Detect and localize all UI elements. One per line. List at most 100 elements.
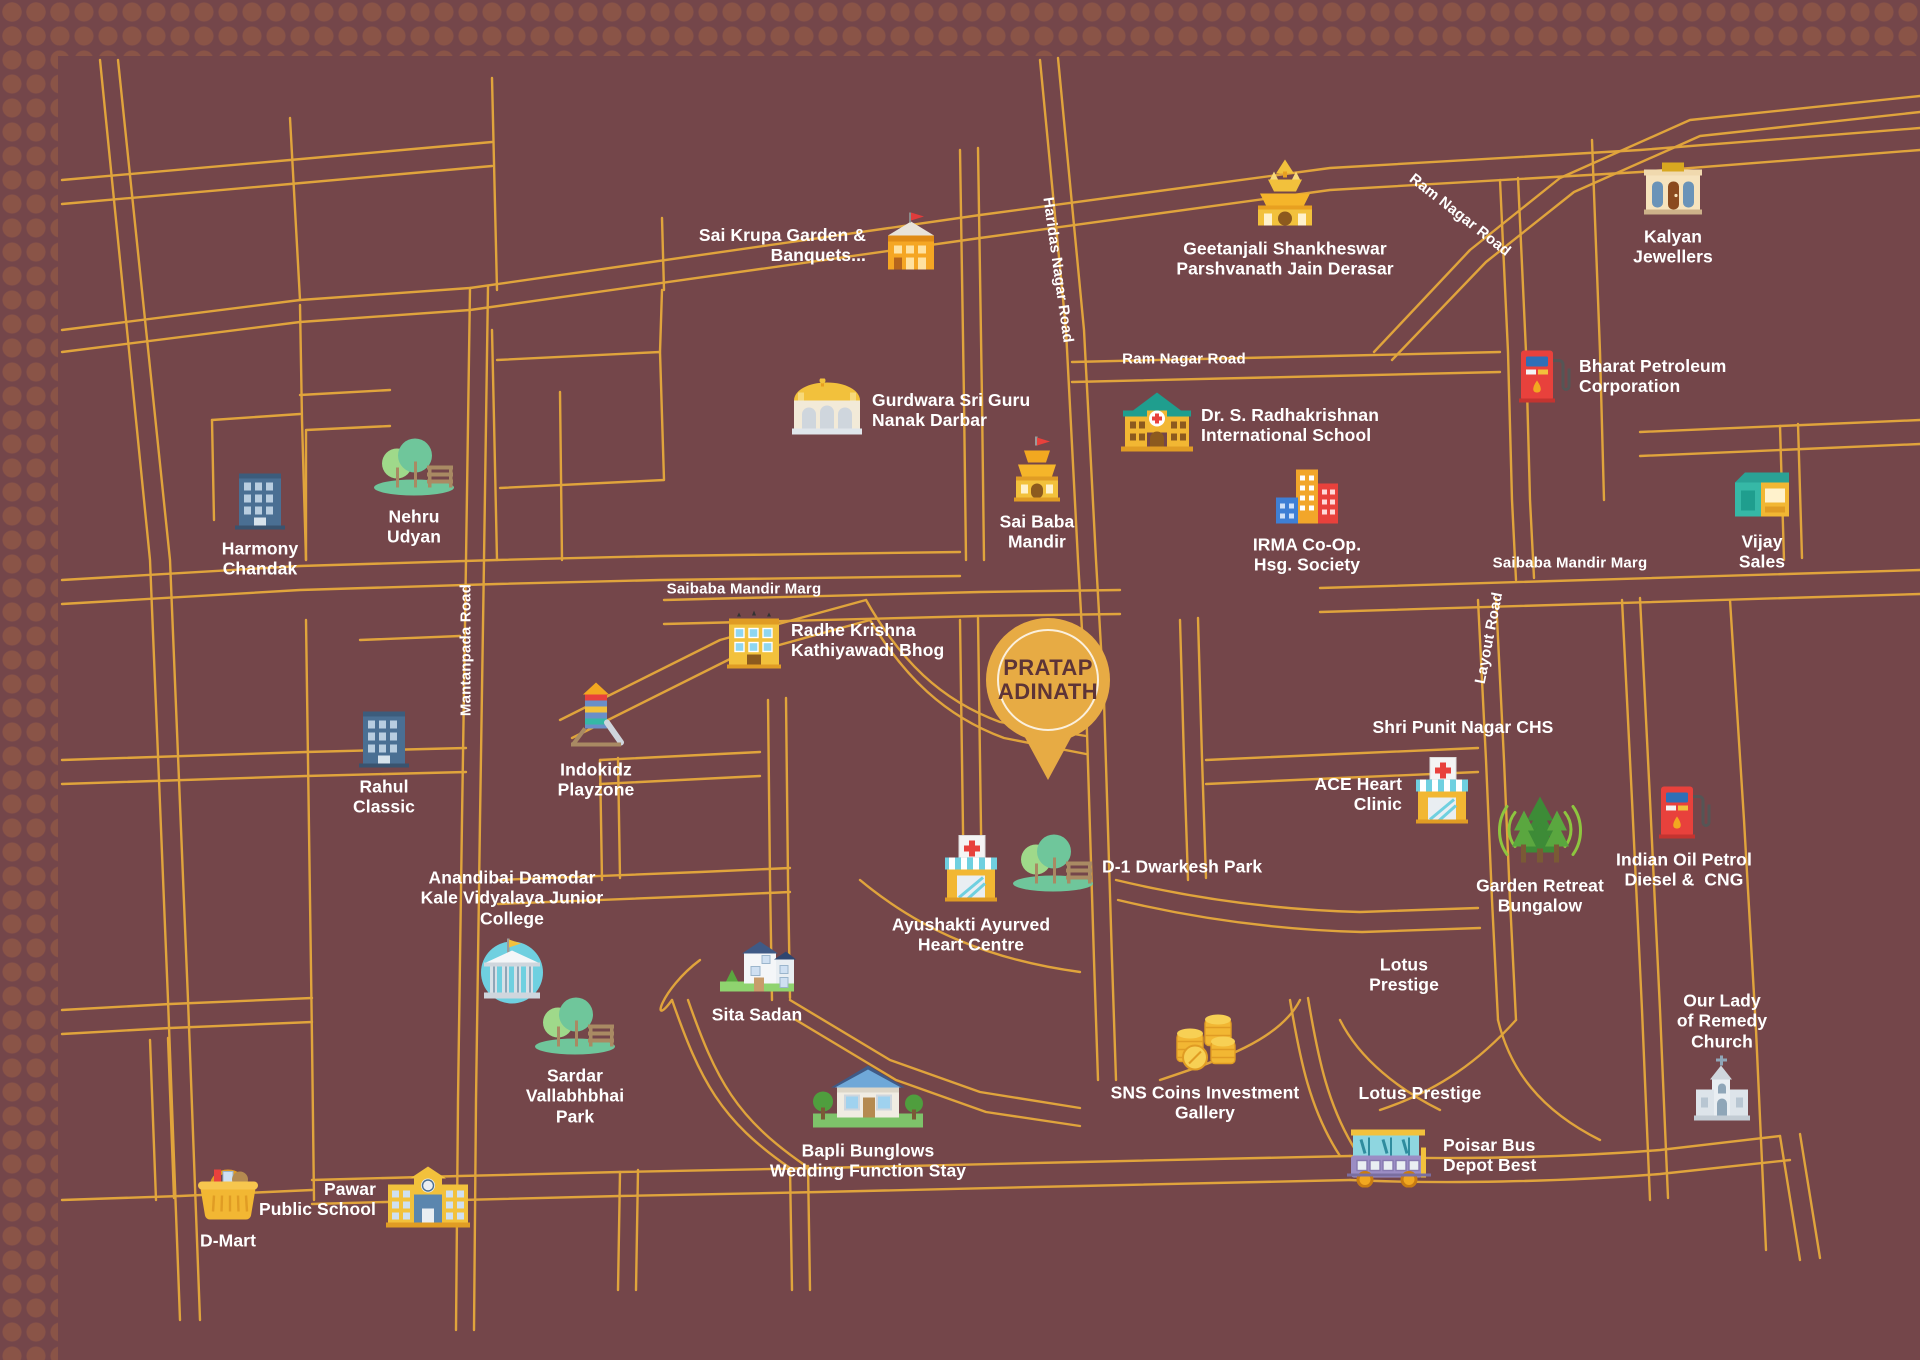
shopping-basket-icon: [192, 1160, 264, 1227]
poi-label: Our Lady of Remedy Church: [1676, 990, 1768, 1052]
poi-sardar-vallabhbhai-park[interactable]: Sardar Vallabhbhai Park: [526, 997, 624, 1126]
poi-poisar-bus-depot-best[interactable]: Poisar Bus Depot Best: [1343, 1118, 1536, 1193]
restaurant-building-icon: [723, 605, 785, 676]
poi-label: Poisar Bus Depot Best: [1443, 1134, 1537, 1175]
road-name-label: Ram Nagar Road: [1122, 350, 1246, 368]
church-icon: [1694, 1055, 1750, 1129]
poi-ayushakti-ayurved-heart-centre[interactable]: Ayushakti Ayurved Heart Centre: [892, 834, 1050, 955]
poi-label: Radhe Krishna Kathiyawadi Bhog: [791, 619, 945, 660]
marker-circle: PRATAP ADINATH: [986, 618, 1110, 742]
poi-label: Geetanjali Shankheswar Parshvanath Jain …: [1176, 238, 1394, 279]
jain-temple-icon: [1250, 158, 1320, 235]
poi-label: Pawar Public School: [258, 1178, 376, 1219]
poi-our-lady-of-remedy-church[interactable]: Our Lady of Remedy Church: [1677, 991, 1767, 1129]
poi-radhe-krishna-kathiyawadi-bhog[interactable]: Radhe Krishna Kathiyawadi Bhog: [723, 605, 944, 676]
poi-label: Sardar Vallabhbhai Park: [525, 1065, 625, 1127]
poi-label: Lotus Prestige: [1358, 1082, 1482, 1103]
poi-label: Lotus Prestige: [1369, 954, 1439, 995]
gurdwara-icon: [788, 377, 866, 442]
road-name-label: Saibaba Mandir Marg: [666, 580, 822, 598]
bus-icon: [1343, 1118, 1437, 1193]
college-icon: [476, 933, 548, 1010]
poi-label: Bapli Bunglows Wedding Function Stay: [769, 1140, 967, 1181]
primary-location-marker[interactable]: PRATAP ADINATH: [986, 618, 1110, 780]
poi-vijay-sales[interactable]: Vijay Sales: [1731, 469, 1793, 572]
poi-dr-s-radhakrishnan-international-school[interactable]: Dr. S. Radhakrishnan International Schoo…: [1119, 389, 1379, 462]
poi-label: Sita Sadan: [711, 1004, 803, 1025]
bungalow-icon: [813, 1054, 923, 1137]
poi-shri-punit-nagar-chs[interactable]: Shri Punit Nagar CHS: [1373, 717, 1554, 737]
poi-d-mart[interactable]: D-Mart: [192, 1160, 264, 1251]
poi-lotus-prestige-upper[interactable]: Lotus Prestige: [1369, 955, 1439, 996]
poi-label: Vijay Sales: [1738, 531, 1786, 572]
poi-bharat-petroleum-corporation[interactable]: Bharat Petroleum Corporation: [1515, 343, 1726, 410]
poi-irma-co-op-hsg-society[interactable]: IRMA Co-Op. Hsg. Society: [1253, 464, 1361, 575]
apartment-icon: [355, 706, 413, 773]
poi-lotus-prestige-lower[interactable]: Lotus Prestige: [1359, 1083, 1482, 1103]
gold-coins-icon: [1167, 1008, 1243, 1079]
poi-sai-baba-mandir[interactable]: Sai Baba Mandir: [1000, 436, 1074, 552]
poi-garden-retreat-bungalow[interactable]: Garden Retreat Bungalow: [1476, 791, 1604, 916]
poi-label: Dr. S. Radhakrishnan International Schoo…: [1201, 404, 1380, 445]
poi-label: Indokidz Playzone: [557, 759, 635, 800]
poi-indian-oil-petrol-diesel-cng[interactable]: Indian Oil Petrol Diesel & CNG: [1616, 779, 1752, 890]
poi-geetanjali-jain-derasar[interactable]: Geetanjali Shankheswar Parshvanath Jain …: [1176, 158, 1394, 279]
poi-kalyan-jewellers[interactable]: Kalyan Jewellers: [1633, 162, 1713, 267]
park-bench-icon: [1010, 834, 1096, 899]
poi-label: ACE Heart Clinic: [1314, 773, 1402, 814]
poi-label: Harmony Chandak: [221, 538, 299, 579]
pine-trees-icon: [1495, 791, 1585, 872]
school-icon: [1119, 389, 1195, 462]
poi-pawar-public-school[interactable]: Pawar Public School: [259, 1165, 472, 1234]
marker-ring: [997, 629, 1099, 731]
poi-label: D-Mart: [199, 1230, 257, 1251]
poi-label: D-1 Dwarkesh Park: [1102, 855, 1263, 876]
poi-d-1-dwarkesh-park[interactable]: D-1 Dwarkesh Park: [1010, 834, 1262, 899]
fuel-pump-icon: [1655, 779, 1713, 846]
road-paths: [60, 56, 1920, 1332]
city-buildings-icon: [1272, 464, 1342, 531]
park-bench-icon: [371, 438, 457, 503]
poi-label: Garden Retreat Bungalow: [1476, 875, 1604, 916]
house-icon: [718, 934, 796, 1001]
banquet-hall-icon: [874, 212, 946, 279]
poi-label: Nehru Udyan: [387, 506, 441, 547]
marker-title-line1: PRATAP: [1003, 654, 1093, 680]
poi-label: SNS Coins Investment Gallery: [1110, 1082, 1300, 1123]
jewellery-store-icon: [1640, 162, 1706, 223]
poi-sita-sadan[interactable]: Sita Sadan: [712, 934, 802, 1025]
clinic-icon: [939, 834, 1003, 911]
poi-label: Indian Oil Petrol Diesel & CNG: [1616, 849, 1752, 890]
poi-sai-krupa-garden-banquets[interactable]: Sai Krupa Garden & Banquets...: [699, 212, 946, 279]
clinic-icon: [1410, 756, 1474, 833]
electronics-store-icon: [1731, 469, 1793, 528]
poi-label: Anandibai Damodar Kale Vidyalaya Junior …: [420, 867, 604, 929]
poi-anandibai-damodar-kale-vidyalaya-junior-college[interactable]: Anandibai Damodar Kale Vidyalaya Junior …: [421, 868, 603, 1010]
poi-gurdwara-sri-guru-nanak-darbar[interactable]: Gurdwara Sri Guru Nanak Darbar: [788, 377, 1030, 442]
playground-slide-icon: [567, 681, 625, 756]
marker-title-line2: ADINATH: [997, 679, 1099, 704]
poi-label: Rahul Classic: [353, 776, 415, 817]
poi-label: Bharat Petroleum Corporation: [1579, 355, 1727, 396]
poi-bapli-bunglows-wedding-function-stay[interactable]: Bapli Bunglows Wedding Function Stay: [770, 1054, 966, 1181]
poi-label: Shri Punit Nagar CHS: [1372, 716, 1554, 737]
poi-label: Kalyan Jewellers: [1633, 226, 1713, 267]
poi-nehru-udyan[interactable]: Nehru Udyan: [371, 438, 457, 547]
poi-harmony-chandak[interactable]: Harmony Chandak: [222, 468, 298, 579]
apartment-icon: [231, 468, 289, 535]
poi-label: Sai Baba Mandir: [999, 511, 1075, 552]
school-building-icon: [384, 1165, 472, 1234]
park-bench-icon: [532, 997, 618, 1062]
poi-label: IRMA Co-Op. Hsg. Society: [1252, 534, 1362, 575]
road-name-label: Mantanpada Road: [457, 583, 475, 717]
road-name-label: Saibaba Mandir Marg: [1492, 554, 1648, 572]
marker-title: PRATAP ADINATH: [997, 654, 1099, 704]
poi-label: Gurdwara Sri Guru Nanak Darbar: [872, 389, 1031, 430]
poi-rahul-classic[interactable]: Rahul Classic: [353, 706, 415, 817]
poi-indokidz-playzone[interactable]: Indokidz Playzone: [558, 681, 634, 800]
fuel-pump-icon: [1515, 343, 1573, 410]
poi-sns-coins-investment-gallery[interactable]: SNS Coins Investment Gallery: [1111, 1008, 1299, 1123]
poi-ace-heart-clinic[interactable]: ACE Heart Clinic: [1315, 756, 1474, 833]
